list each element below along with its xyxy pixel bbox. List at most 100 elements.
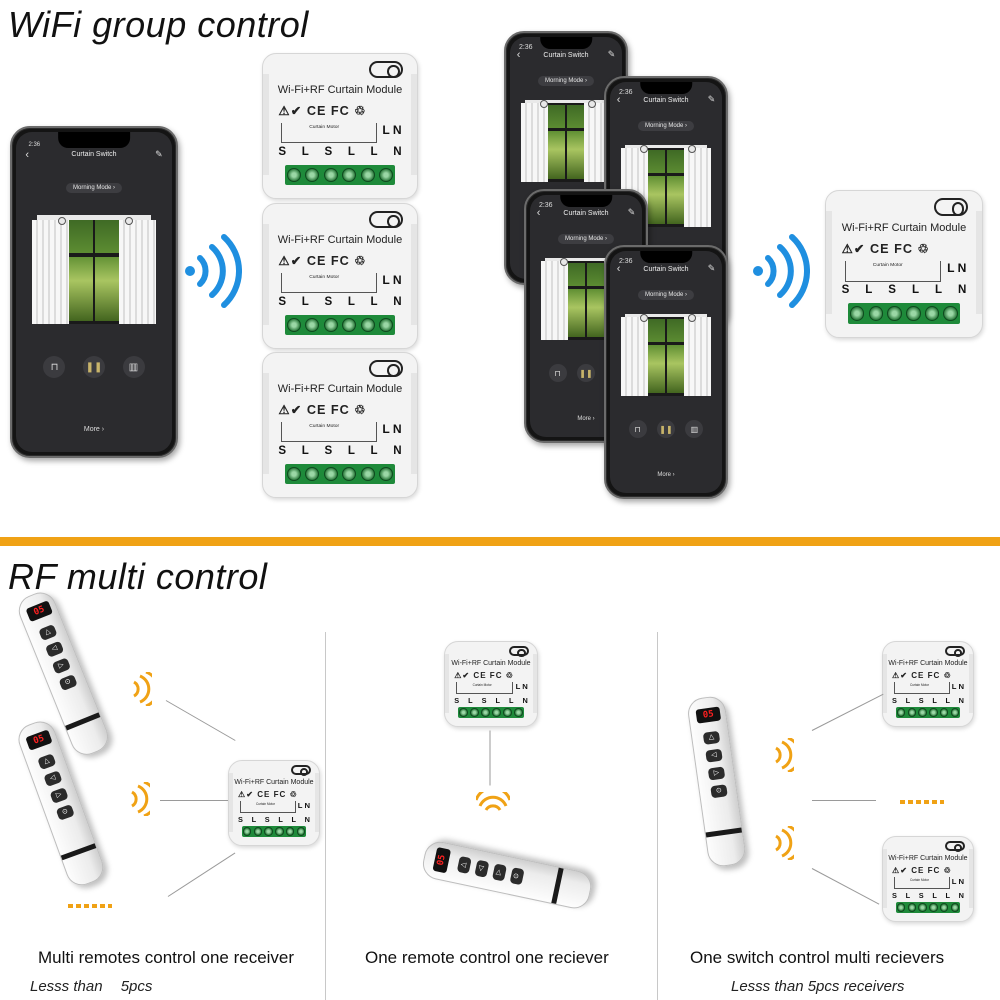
connector-line bbox=[165, 700, 236, 741]
open-curtain-icon: ⊓ bbox=[43, 356, 66, 378]
pin-label: N bbox=[393, 296, 402, 309]
motor-label: Curtain Motor bbox=[910, 878, 930, 883]
pause-icon: ❚❚ bbox=[657, 420, 675, 439]
pairing-button bbox=[945, 646, 965, 658]
wifi-signal-icon bbox=[185, 234, 242, 308]
module-wifi-1: Wi-Fi+RF Curtain Module ⚠✔ CE FC ♲ Curta… bbox=[262, 53, 418, 199]
pin-label: L bbox=[495, 695, 501, 705]
phone-screen-title: Curtain Switch bbox=[71, 151, 117, 159]
pairing-button bbox=[291, 765, 311, 777]
stop-icon: ◁ bbox=[44, 640, 65, 658]
module-rf-right-bottom: Wi-Fi+RF Curtain Module ⚠✔ CE FC ♲ Curta… bbox=[882, 836, 974, 922]
pin-label: N bbox=[522, 695, 528, 705]
pairing-button bbox=[945, 841, 965, 853]
more-remotes-dots bbox=[68, 904, 112, 908]
pin-label: S bbox=[324, 445, 333, 458]
pin-label: L bbox=[370, 445, 378, 458]
rf-remote-right: 05 △ ◁ ▷ ⊙ bbox=[686, 694, 748, 869]
module-name: Wi-Fi+RF Curtain Module bbox=[234, 778, 314, 786]
back-icon: ‹ bbox=[616, 263, 621, 276]
module-rf-middle: Wi-Fi+RF Curtain Module ⚠✔ CE FC ♲ Curta… bbox=[444, 641, 538, 727]
stop-icon: ◁ bbox=[474, 859, 490, 878]
pin-label: L bbox=[865, 284, 873, 297]
connector-line bbox=[811, 868, 880, 905]
motor-label: Curtain Motor bbox=[910, 683, 930, 688]
pin-label: L bbox=[905, 695, 911, 705]
terminal-block bbox=[895, 901, 961, 914]
phone-screen-title: Curtain Switch bbox=[543, 51, 589, 59]
certification-marks: ⚠✔ CE FC ♲ bbox=[278, 103, 367, 118]
wifi-section-title: WiFi group control bbox=[8, 4, 309, 45]
pin-label: S bbox=[841, 284, 850, 297]
pairing-button bbox=[369, 360, 404, 378]
phone-screen-title: Curtain Switch bbox=[643, 265, 689, 273]
curtain-window-illustration bbox=[521, 99, 611, 183]
column-divider-left bbox=[325, 632, 326, 1000]
pin-label: S bbox=[918, 890, 924, 900]
more-link: More › bbox=[577, 416, 595, 423]
rf-remote-middle: 05 △ ◁ ▷ ⊙ bbox=[420, 838, 595, 912]
more-link: More › bbox=[657, 472, 675, 479]
pin-label: S bbox=[278, 296, 287, 309]
remote-display: 05 bbox=[25, 729, 53, 751]
pin-label: S bbox=[324, 146, 333, 159]
pin-label: L bbox=[347, 296, 355, 309]
stop-icon: ◁ bbox=[43, 770, 63, 787]
pin-label: L bbox=[370, 296, 378, 309]
pin-label: L bbox=[905, 890, 911, 900]
back-icon: ‹ bbox=[536, 207, 541, 220]
connector-line bbox=[167, 852, 236, 897]
pin-label: S bbox=[454, 695, 460, 705]
edit-icon: ✎ bbox=[707, 263, 716, 274]
pin-label: S bbox=[324, 296, 333, 309]
open-curtain-icon: ⊓ bbox=[628, 420, 647, 439]
certification-marks: ⚠✔ CE FC ♲ bbox=[841, 241, 930, 256]
pin-label: L bbox=[370, 146, 378, 159]
pause-icon: ❚❚ bbox=[577, 364, 595, 383]
module-name: Wi-Fi+RF Curtain Module bbox=[888, 854, 968, 862]
edit-icon: ✎ bbox=[155, 148, 163, 159]
certification-marks: ⚠✔ CE FC ♲ bbox=[278, 253, 367, 268]
pin-label: N bbox=[304, 814, 310, 824]
module-wifi-2: Wi-Fi+RF Curtain Module ⚠✔ CE FC ♲ Curta… bbox=[262, 203, 418, 349]
motor-label: Curtain Motor bbox=[256, 802, 276, 807]
wifi-signal-icon bbox=[753, 234, 810, 308]
remote-display: 05 bbox=[695, 706, 722, 724]
limit-value: 5pcs bbox=[120, 978, 153, 995]
pin-label: L bbox=[945, 695, 951, 705]
motor-label: Curtain Motor bbox=[309, 423, 340, 429]
terminal-block bbox=[284, 314, 396, 336]
section-divider bbox=[0, 537, 1000, 546]
mode-selector: Morning Mode › bbox=[637, 120, 695, 131]
motor-label: Curtain Motor bbox=[309, 124, 340, 130]
wiring-diagram bbox=[844, 261, 942, 282]
mode-selector: Morning Mode › bbox=[65, 183, 123, 194]
phone-group-4: 2:36 ‹ Curtain Switch ✎ Morning Mode › ⊓… bbox=[604, 245, 728, 499]
program-icon: ⊙ bbox=[509, 867, 525, 886]
open-curtain-icon: ⊓ bbox=[548, 364, 567, 383]
motor-label: Curtain Motor bbox=[472, 683, 492, 688]
module-name: Wi-Fi+RF Curtain Module bbox=[277, 84, 403, 97]
phone-screen-title: Curtain Switch bbox=[563, 209, 609, 217]
pairing-button bbox=[369, 61, 404, 79]
down-arrow-icon: ▷ bbox=[707, 766, 726, 781]
pin-label: L bbox=[251, 814, 257, 824]
motor-label: Curtain Motor bbox=[309, 274, 340, 280]
certification-marks: ⚠✔ CE FC ♲ bbox=[238, 789, 298, 799]
curtain-window-illustration bbox=[621, 313, 711, 397]
stop-icon: ◁ bbox=[705, 748, 723, 763]
caption-one-remote: One remote control one reciever bbox=[365, 948, 609, 967]
edit-icon: ✎ bbox=[627, 207, 636, 218]
pairing-button bbox=[933, 198, 968, 216]
subcaption-remote-limit: Lesss than 5pcs bbox=[30, 978, 152, 995]
column-divider-right bbox=[657, 632, 658, 1000]
mode-selector: Morning Mode › bbox=[537, 75, 595, 86]
pin-label: S bbox=[918, 695, 924, 705]
pin-label: L bbox=[911, 284, 920, 297]
pin-label: S bbox=[892, 695, 897, 705]
